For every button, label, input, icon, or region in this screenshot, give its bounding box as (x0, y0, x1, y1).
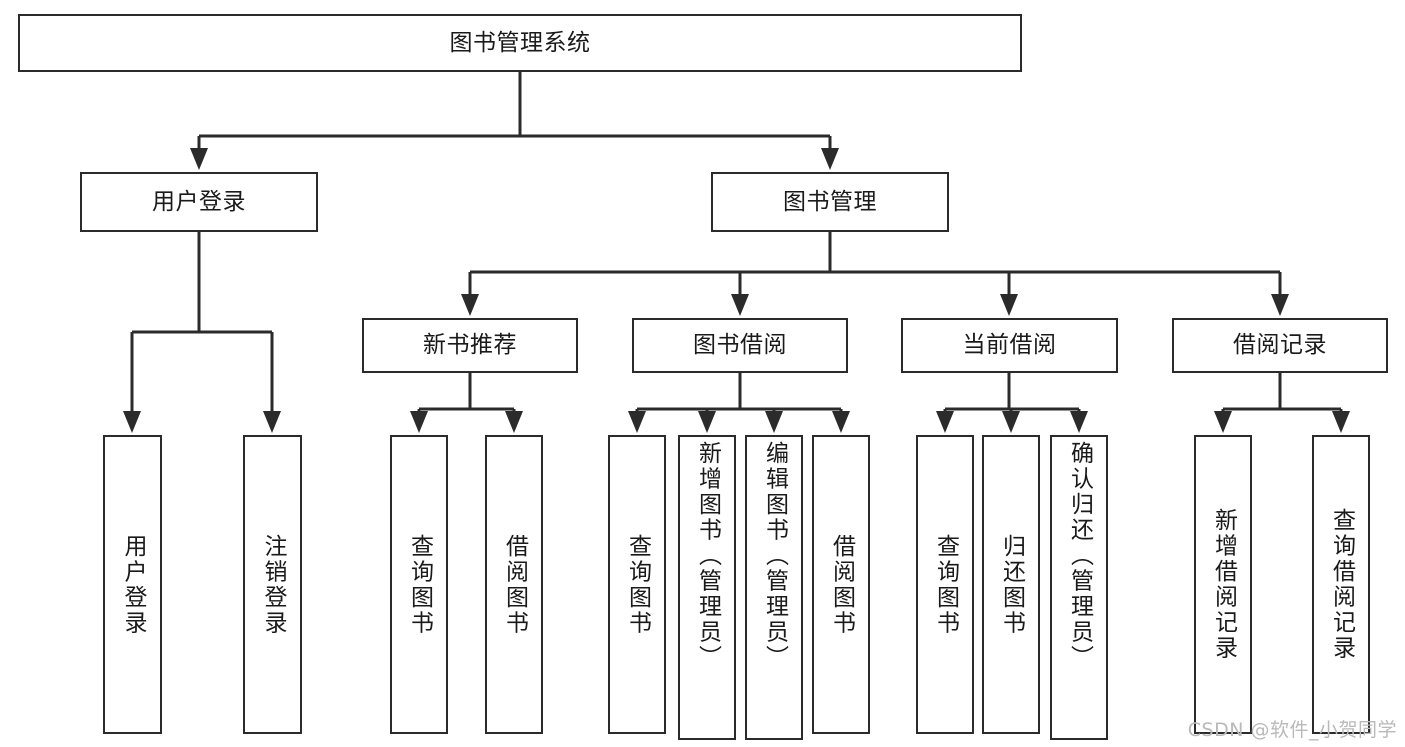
arrowhead (461, 294, 479, 316)
node-l-add-borrow-record[interactable]: 新增借阅记录 (1194, 435, 1252, 734)
arrowhead (731, 294, 749, 316)
arrowhead (1000, 294, 1018, 316)
node-label-l-query-book-3: 查询图书 (932, 533, 959, 636)
watermark: CSDN @软件_小贺同学 (1187, 719, 1397, 741)
node-root[interactable]: 图书管理系统 (18, 14, 1022, 72)
node-label-root: 图书管理系统 (449, 29, 591, 56)
node-n-borrow-record[interactable]: 借阅记录 (1172, 318, 1388, 373)
node-label-n-user-login: 用户登录 (152, 188, 246, 215)
node-label-l-add-borrow-record: 新增借阅记录 (1210, 508, 1237, 661)
arrowhead (832, 411, 850, 433)
arrowhead (1332, 411, 1350, 433)
arrowhead (1002, 411, 1020, 433)
node-l-return-book[interactable]: 归还图书 (982, 435, 1040, 734)
node-l-query-book-2[interactable]: 查询图书 (608, 435, 666, 734)
connector-c-user-login (123, 232, 281, 433)
node-n-book-manage[interactable]: 图书管理 (711, 172, 949, 232)
node-label-n-book-manage: 图书管理 (783, 188, 877, 215)
node-label-n-book-borrow: 图书借阅 (693, 332, 787, 359)
node-l-borrow-book-1[interactable]: 借阅图书 (485, 435, 543, 734)
node-l-query-book-3[interactable]: 查询图书 (916, 435, 974, 734)
node-l-borrow-book-2[interactable]: 借阅图书 (812, 435, 870, 734)
node-label-l-query-borrow-record: 查询借阅记录 (1328, 508, 1355, 661)
node-l-confirm-return-admin[interactable]: 确认归还（管理员） (1050, 435, 1108, 740)
arrowhead (1070, 411, 1088, 433)
connector-c-root (190, 72, 839, 170)
node-label-l-edit-book-admin: 编辑图书（管理员） (761, 441, 788, 671)
arrowhead (1214, 411, 1232, 433)
arrowhead (698, 411, 716, 433)
node-label-l-query-book-2: 查询图书 (624, 533, 651, 636)
node-label-n-borrow-record: 借阅记录 (1233, 332, 1327, 359)
node-n-current-borrow[interactable]: 当前借阅 (901, 318, 1118, 373)
arrowhead (765, 411, 783, 433)
arrowhead (628, 411, 646, 433)
node-label-l-return-book: 归还图书 (998, 533, 1025, 636)
connector-c-book-manage (461, 232, 1289, 316)
arrowhead (410, 411, 428, 433)
node-l-add-book-admin[interactable]: 新增图书（管理员） (678, 435, 736, 740)
node-label-l-borrow-book-2: 借阅图书 (828, 533, 855, 636)
arrowhead (505, 411, 523, 433)
arrowhead (821, 148, 839, 170)
arrowhead (936, 411, 954, 433)
node-label-n-current-borrow: 当前借阅 (962, 332, 1057, 359)
node-label-l-borrow-book-1: 借阅图书 (501, 533, 528, 636)
node-label-l-confirm-return-admin: 确认归还（管理员） (1066, 441, 1093, 671)
node-l-query-book-1[interactable]: 查询图书 (390, 435, 448, 734)
node-label-l-user-login: 用户登录 (120, 533, 146, 636)
node-l-user-login[interactable]: 用户登录 (103, 435, 162, 734)
node-label-n-new-book-rec: 新书推荐 (423, 332, 517, 359)
connector-c-borrow-record (1214, 373, 1350, 433)
connector-c-book-borrow (628, 373, 850, 433)
node-n-new-book-rec[interactable]: 新书推荐 (362, 318, 578, 373)
node-label-l-user-logout: 注销登录 (260, 533, 286, 636)
arrowhead (190, 148, 208, 170)
arrowhead (123, 411, 141, 433)
arrowhead (263, 411, 281, 433)
connector-c-new-book-rec (410, 373, 523, 433)
node-l-query-borrow-record[interactable]: 查询借阅记录 (1312, 435, 1370, 734)
node-n-user-login[interactable]: 用户登录 (80, 172, 318, 232)
node-label-l-add-book-admin: 新增图书（管理员） (694, 441, 721, 671)
node-l-edit-book-admin[interactable]: 编辑图书（管理员） (745, 435, 803, 740)
node-n-book-borrow[interactable]: 图书借阅 (632, 318, 848, 373)
connector-c-current-borrow (936, 373, 1088, 433)
node-l-user-logout[interactable]: 注销登录 (243, 435, 302, 734)
arrowhead (1271, 294, 1289, 316)
node-label-l-query-book-1: 查询图书 (406, 533, 433, 636)
